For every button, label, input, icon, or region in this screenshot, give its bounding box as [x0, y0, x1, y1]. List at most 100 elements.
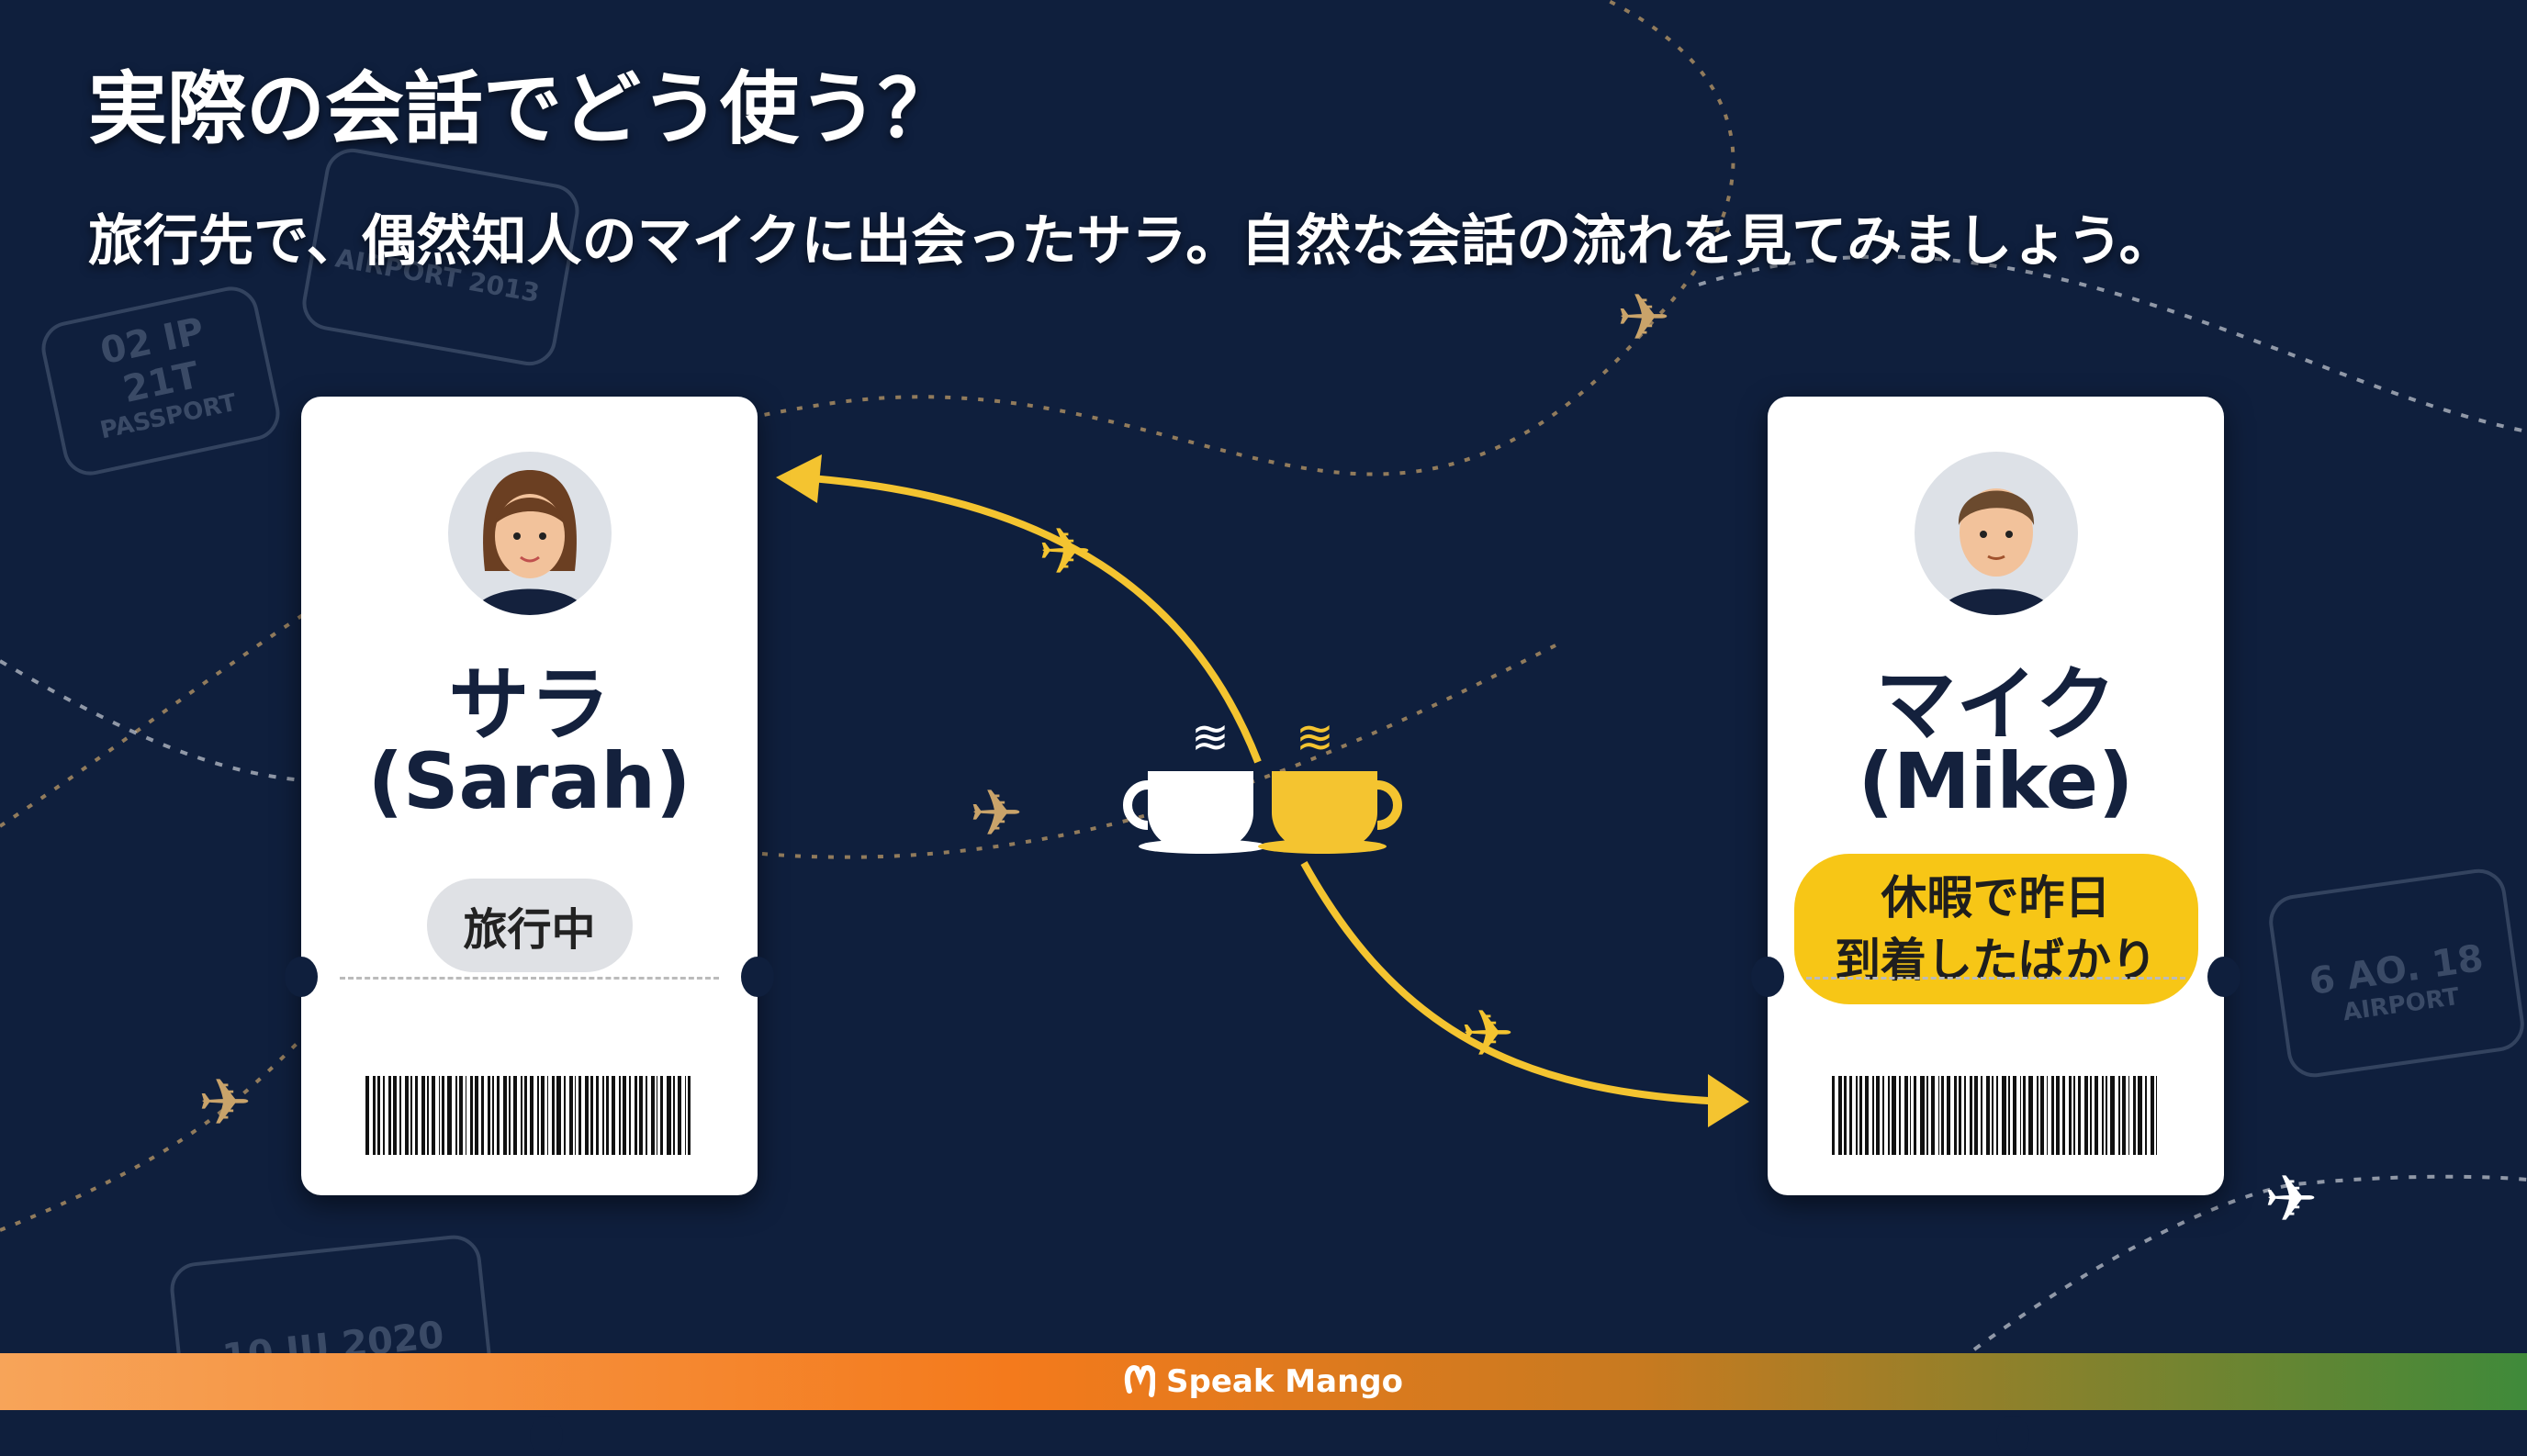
page-subtitle: 旅行先で、偶然知人のマイクに出会ったサラ。自然な会話の流れを見てみましょう。 — [88, 209, 2174, 274]
barcode-bar — [2102, 1076, 2104, 1155]
status-badge: 旅行中 — [426, 879, 633, 972]
svg-text:≋: ≋ — [1191, 711, 1230, 764]
ticket-notch — [2207, 957, 2241, 997]
barcode-bar — [426, 1076, 430, 1155]
barcode-bar — [442, 1076, 445, 1155]
barcode-bar — [1937, 1076, 1939, 1155]
barcode-bar — [529, 1076, 533, 1155]
barcode-bar — [2051, 1076, 2054, 1155]
barcode-bar — [1995, 1076, 1999, 1155]
barcode-bar — [623, 1076, 627, 1155]
barcode-bar — [1872, 1076, 1875, 1155]
barcode-bar — [1973, 1076, 1979, 1155]
ticket-notch — [1751, 957, 1784, 997]
barcode-bar — [487, 1076, 491, 1155]
barcode-bar — [405, 1076, 410, 1155]
background-decoration: ✈ ✈ ✈ ✈ ✈ ✈ ≋ ≋ — [0, 0, 2527, 1351]
barcode-bar — [590, 1076, 593, 1155]
barcode-bar — [1832, 1076, 1835, 1155]
barcode-bar — [1887, 1076, 1891, 1155]
ticket-notch — [741, 957, 774, 997]
barcode-bar — [1848, 1076, 1853, 1155]
barcode-bar — [605, 1076, 609, 1155]
barcode-bar — [521, 1076, 522, 1155]
barcode-bar — [2122, 1076, 2126, 1155]
barcode-bar — [2090, 1076, 2093, 1155]
name-english: (Sarah) — [367, 736, 691, 826]
flight-path — [1972, 1174, 2527, 1351]
barcode-bar — [2073, 1076, 2075, 1155]
arrowhead-left — [776, 454, 822, 503]
barcode-bar — [585, 1076, 590, 1155]
barcode-bar — [546, 1076, 549, 1155]
barcode-bar — [492, 1076, 494, 1155]
plane-icon: ✈ — [970, 776, 1024, 851]
barcode-bar — [2062, 1076, 2065, 1155]
barcode-bar — [1964, 1076, 1966, 1155]
barcode-bar — [458, 1076, 463, 1155]
barcode-bar — [1837, 1076, 1843, 1155]
barcode-bar — [2036, 1076, 2038, 1155]
barcode-bar — [365, 1076, 370, 1155]
barcode-bar — [1904, 1076, 1908, 1155]
barcode-bar — [410, 1076, 412, 1155]
barcode-bar — [2028, 1076, 2033, 1155]
barcode-bar — [2077, 1076, 2081, 1155]
barcode-bar — [595, 1076, 600, 1155]
barcode-bar — [660, 1076, 664, 1155]
barcode-bar — [1909, 1076, 1912, 1155]
name-japanese: マイク — [1875, 657, 2117, 752]
barcode-bar — [1898, 1076, 1902, 1155]
barcode-bar — [1856, 1076, 1858, 1155]
barcode-bar — [611, 1076, 616, 1155]
barcode-bar — [619, 1076, 622, 1155]
barcode-bar — [1876, 1076, 1881, 1155]
barcode-bar — [684, 1076, 687, 1155]
barcode-bar — [2128, 1076, 2130, 1155]
footer-bar: Speak Mango — [0, 1353, 2527, 1410]
barcode-bar — [645, 1076, 648, 1155]
barcode-bar — [541, 1076, 545, 1155]
arrowhead-right — [1708, 1074, 1749, 1127]
barcode-bar — [373, 1076, 376, 1155]
barcode-bar — [1941, 1076, 1944, 1155]
name-japanese: サラ — [448, 657, 611, 752]
barcode-bar — [387, 1076, 391, 1155]
barcode-bar — [383, 1076, 385, 1155]
barcode-bar — [496, 1076, 500, 1155]
barcode-bar — [2133, 1076, 2137, 1155]
barcode-bar — [432, 1076, 435, 1155]
barcode-bar — [2068, 1076, 2072, 1155]
plane-icon: ✈ — [2264, 1161, 2319, 1237]
barcode-bar — [634, 1076, 637, 1155]
barcode-bar — [455, 1076, 457, 1155]
barcode-bar — [672, 1076, 675, 1155]
woman-avatar — [448, 452, 612, 615]
barcode-bar — [1926, 1076, 1928, 1155]
barcode-bar — [470, 1076, 473, 1155]
barcode-bar — [2007, 1076, 2011, 1155]
brand-name: Speak Mango — [1166, 1363, 1403, 1400]
barcode-bar — [1914, 1076, 1917, 1155]
barcode-bar — [2019, 1076, 2022, 1155]
barcode-bar — [2117, 1076, 2121, 1155]
coffee-cups-icon: ≋ ≋ — [1123, 711, 1402, 854]
barcode-bar — [1969, 1076, 1972, 1155]
barcode-bar — [556, 1076, 561, 1155]
barcode-bar — [1981, 1076, 1983, 1155]
barcode-bar — [392, 1076, 398, 1155]
man-avatar — [1915, 452, 2078, 615]
barcode-bar — [1882, 1076, 1884, 1155]
arrow-path-to-mike — [1300, 861, 1727, 1105]
barcode-bar — [1844, 1076, 1847, 1155]
plane-icon: ✈ — [1461, 996, 1515, 1071]
barcode-bar — [447, 1076, 452, 1155]
speak-mango-logo-icon — [1124, 1365, 1156, 1397]
barcode-bar — [2144, 1076, 2147, 1155]
barcode-bar — [1930, 1076, 1935, 1155]
barcode-bar — [2046, 1076, 2048, 1155]
status-badge: 休暇で昨日到着したばかり — [1793, 854, 2198, 1004]
barcode-bar — [2055, 1076, 2061, 1155]
status-line: 休暇で昨日 — [1881, 871, 2111, 924]
barcode-bar — [2138, 1076, 2142, 1155]
